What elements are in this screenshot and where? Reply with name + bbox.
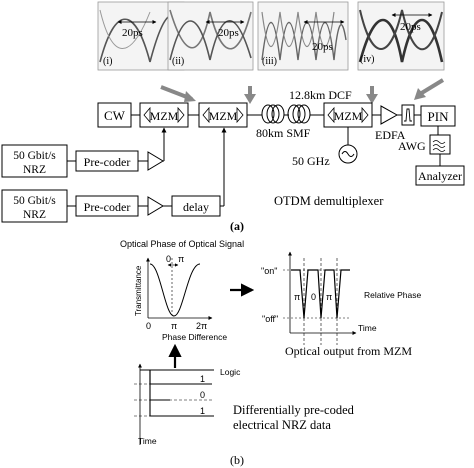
diff-line-2: electrical NRZ data bbox=[233, 418, 331, 432]
pointer-arrows bbox=[160, 78, 445, 104]
logic-1b-label: 1 bbox=[200, 406, 205, 416]
edfa-label: EDFA bbox=[375, 128, 406, 142]
mzm-1-label: MZM bbox=[150, 109, 179, 123]
optical-output-label: Optical output from MZM bbox=[285, 344, 412, 358]
out-pi2-label: π bbox=[326, 292, 332, 302]
mzm-3-label: MZM bbox=[334, 109, 363, 123]
rf-label: 50 GHz bbox=[292, 154, 330, 168]
eye-4-period: 20ps bbox=[400, 21, 421, 33]
source-1-rate: 50 Gbit/s bbox=[13, 150, 56, 162]
eye-2-period: 20ps bbox=[218, 27, 239, 39]
smf-coil bbox=[261, 104, 285, 124]
x-0-label: 0 bbox=[146, 321, 151, 331]
phase-difference-label: Phase Difference bbox=[162, 332, 227, 342]
optical-phase-title: Optical Phase of Optical Signal bbox=[120, 239, 244, 249]
caption-a: (a) bbox=[230, 219, 244, 233]
x-2pi-label: 2π bbox=[196, 321, 207, 331]
eye-panel-4: 20ps (iv) bbox=[357, 1, 445, 71]
on-label: "on" bbox=[261, 266, 277, 276]
driver-amp-2 bbox=[147, 196, 164, 216]
dcf-label: 12.8km DCF bbox=[289, 88, 352, 102]
phase-0-label: 0 bbox=[166, 254, 171, 264]
source-2-format: NRZ bbox=[23, 209, 46, 221]
edfa-amplifier bbox=[380, 105, 399, 125]
precoder-1-label: Pre-coder bbox=[84, 155, 131, 169]
demux-label: OTDM demultiplexer bbox=[274, 194, 384, 208]
pin-label: PIN bbox=[428, 109, 450, 124]
eye-panel-2: 20ps (ii) bbox=[167, 1, 254, 71]
eye-2-label: (ii) bbox=[172, 56, 184, 67]
delay-label: delay bbox=[183, 200, 209, 214]
setup-diagram: CW MZM MZM 12.8km DCF 80km SMF MZM bbox=[1, 88, 465, 233]
principle-diagram: Optical Phase of Optical Signal 0 π Tran… bbox=[120, 239, 421, 467]
eye-panel-3: 20ps (iii) bbox=[257, 1, 349, 71]
mzm-2-label: MZM bbox=[209, 109, 238, 123]
eye-1-period: 20ps bbox=[122, 27, 143, 39]
off-label: "off" bbox=[262, 314, 278, 324]
cw-box bbox=[97, 102, 132, 128]
relative-phase-label: Relative Phase bbox=[364, 290, 421, 300]
source-1-format: NRZ bbox=[23, 164, 46, 176]
x-pi-label: π bbox=[171, 321, 177, 331]
time-label: Time bbox=[358, 323, 377, 333]
source-box-1 bbox=[1, 144, 68, 178]
awg-label: AWG bbox=[398, 139, 426, 153]
precoder-2-label: Pre-coder bbox=[84, 200, 131, 214]
cw-label: CW bbox=[104, 108, 126, 123]
logic-label: Logic bbox=[220, 367, 241, 377]
time-2-label: Time bbox=[138, 436, 157, 446]
filter-box bbox=[401, 104, 415, 126]
logic-0-label: 0 bbox=[200, 390, 205, 400]
source-2-rate: 50 Gbit/s bbox=[13, 195, 56, 207]
dcf-coil bbox=[287, 104, 311, 124]
caption-b: (b) bbox=[230, 453, 244, 467]
smf-label: 80km SMF bbox=[256, 126, 311, 140]
analyzer-box bbox=[415, 165, 465, 186]
eye-4-label: (iv) bbox=[360, 54, 374, 65]
transmittance-label: Transmittance bbox=[134, 265, 143, 316]
eye-3-period: 20ps bbox=[312, 41, 333, 53]
diff-line-1: Differentially pre-coded bbox=[233, 403, 355, 417]
eye-1-label: (i) bbox=[103, 56, 112, 67]
analyzer-label: Analyzer bbox=[418, 169, 462, 183]
eye-3-label: (iii) bbox=[262, 56, 277, 67]
out-0-label: 0 bbox=[311, 292, 316, 302]
logic-1-label: 1 bbox=[200, 374, 205, 384]
driver-amp-1 bbox=[147, 151, 164, 171]
source-box-2 bbox=[1, 189, 68, 223]
out-pi-label: π bbox=[294, 292, 300, 302]
phase-pi-label: π bbox=[178, 254, 184, 264]
